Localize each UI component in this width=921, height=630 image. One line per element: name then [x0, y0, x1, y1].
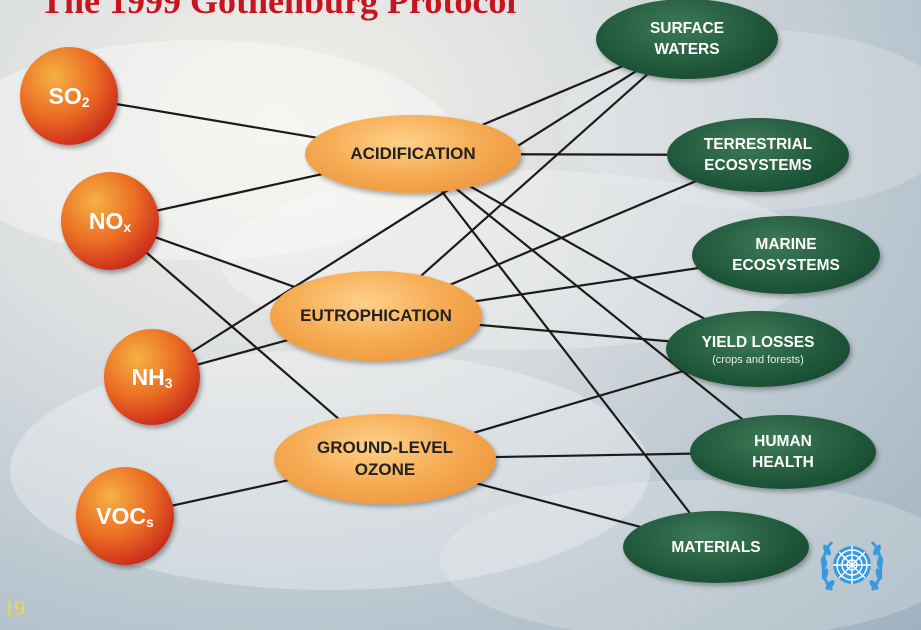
slide-title: The 1999 Gothenburg Protocol [40, 0, 517, 21]
slide-number: 19 [4, 596, 25, 620]
node-label-line: ECOSYSTEMS [732, 257, 840, 274]
pollutant-label: NH3 [131, 364, 172, 391]
pollutant-so2: SO2 [20, 47, 118, 145]
pollutant-vocs: VOCs [76, 467, 174, 565]
pollutant-formula: VOC [96, 502, 147, 529]
link-nh3-surface-waters [151, 38, 688, 378]
receptor-yield-losses: YIELD LOSSES (crops and forests) [666, 311, 850, 387]
link-acidification-human-health [412, 153, 784, 453]
link-eutrophication-surface-waters [375, 38, 688, 317]
receptor-marine: MARINE ECOSYSTEMS [692, 216, 880, 294]
receptor-terrestrial: TERRESTRIAL ECOSYSTEMS [667, 118, 849, 192]
node-label-line: MARINE [755, 236, 817, 253]
pollutant-subscript: 3 [164, 374, 173, 391]
pollutant-subscript: 2 [81, 93, 90, 110]
node-label-line: TERRESTRIAL [703, 136, 813, 153]
pollutant-nh3: NH3 [104, 329, 200, 425]
effect-eutrophication: EUTROPHICATION [270, 271, 482, 361]
node-label-line: ECOSYSTEMS [704, 157, 812, 174]
pollutant-formula: NH [131, 363, 165, 390]
pollutant-label: VOCs [96, 503, 154, 530]
pollutant-nox: NOx [61, 172, 159, 270]
pollutant-formula: NO [88, 207, 124, 234]
node-label-line: MATERIALS [671, 538, 761, 556]
pollutant-subscript: s [146, 513, 154, 530]
node-label-line: WATERS [654, 41, 720, 58]
effect-acidification: ACIDIFICATION [305, 115, 521, 193]
pollutant-formula: SO [48, 82, 82, 109]
node-label-line: SURFACE [649, 20, 725, 37]
node-label-line: EUTROPHICATION [300, 306, 452, 325]
node-label-line: YIELD LOSSES [701, 333, 815, 351]
node-label-line: HUMAN [754, 433, 812, 450]
node-label-line: ACIDIFICATION [350, 144, 476, 163]
node-label-line: OZONE [354, 460, 416, 479]
receptor-materials: MATERIALS [623, 511, 809, 583]
receptor-human-health: HUMAN HEALTH [690, 415, 876, 489]
node-label-line: GROUND-LEVEL [317, 438, 453, 457]
pollutant-label: NOx [89, 208, 131, 235]
effect-ozone: GROUND-LEVEL OZONE [274, 414, 496, 504]
pollutant-subscript: x [123, 218, 132, 235]
un-emblem-icon [820, 540, 884, 592]
node-label-line: HEALTH [752, 454, 814, 471]
link-acidification-materials [412, 153, 717, 548]
pollutant-label: SO2 [48, 83, 89, 110]
receptor-note: (crops and forests) [712, 353, 804, 366]
receptor-surface-waters: SURFACE WATERS [596, 0, 778, 79]
